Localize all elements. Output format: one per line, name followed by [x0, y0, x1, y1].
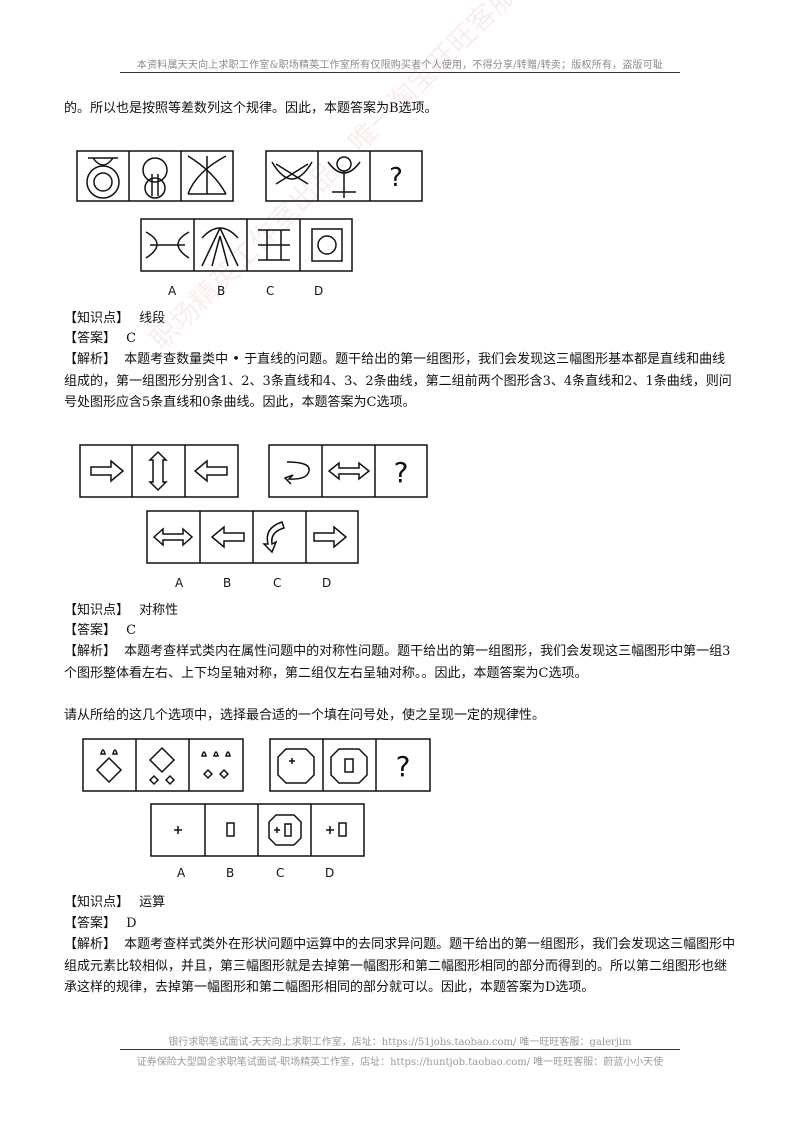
q1-question-mark: ?: [389, 163, 403, 193]
q3-prompt: 请从所给的这几个选项中，选择最合适的一个填在问号处，使之呈现一定的规律性。: [64, 708, 546, 723]
option-d-label: D: [325, 866, 335, 880]
analysis-text: 本题考查样式类外在形状问题中运算中的去同求异问题。题干给出的第一组图形，我们会发…: [64, 937, 736, 995]
answer-label: 【答案】: [64, 916, 117, 931]
option-c-label: C: [273, 576, 282, 590]
q1-answer: 【答案】 C: [64, 329, 136, 349]
q2-option-labels: A B C D: [0, 576, 800, 592]
analysis-label: 【解析】: [64, 937, 117, 952]
q3-options-figure: [150, 803, 366, 857]
analysis-text: 本题考查样式类内在属性问题中的对称性问题。题干给出的第一组图形，我们会发现这三幅…: [64, 644, 731, 681]
knowledge-value: 线段: [139, 311, 166, 326]
footer-divider: [120, 1049, 680, 1050]
option-a-label: A: [175, 576, 184, 590]
q3-answer: 【答案】 D: [64, 914, 137, 934]
option-b-label: B: [217, 284, 226, 298]
q3-knowledge: 【知识点】 运算: [64, 893, 165, 913]
knowledge-label: 【知识点】: [64, 311, 130, 326]
option-c-label: C: [276, 866, 285, 880]
q2-stem-figure: ?: [79, 444, 429, 498]
option-b-label: B: [223, 576, 232, 590]
answer-label: 【答案】: [64, 331, 117, 346]
intro-line: 的。所以也是按照等差数列这个规律。因此，本题答案为B选项。: [64, 101, 438, 116]
footer-line-1: 银行求职笔试面试-天天向上求职工作室，店址：https://51jobs.tao…: [168, 1037, 632, 1048]
header-divider: [120, 72, 680, 73]
analysis-label: 【解析】: [64, 352, 117, 367]
option-d-label: D: [322, 576, 332, 590]
q1-option-labels: A B C D: [0, 284, 800, 300]
q3-question-mark: ?: [396, 750, 411, 783]
q3-stem-figure: ?: [82, 738, 432, 792]
knowledge-value: 运算: [139, 895, 166, 910]
q2-answer: 【答案】 C: [64, 621, 136, 641]
knowledge-label: 【知识点】: [64, 895, 130, 910]
option-d-label: D: [314, 284, 324, 298]
answer-value: C: [126, 331, 137, 346]
footer-line-2: 证券保险大型国企求职笔试面试-职场精英工作室，店址：https://huntjo…: [136, 1057, 664, 1068]
q2-options-figure: [146, 510, 360, 564]
q1-stem-figure: ?: [76, 150, 426, 202]
option-b-label: B: [226, 866, 235, 880]
q2-knowledge: 【知识点】 对称性: [64, 601, 178, 621]
knowledge-label: 【知识点】: [64, 603, 130, 618]
knowledge-value: 对称性: [139, 603, 179, 618]
q2-question-mark: ?: [394, 456, 409, 489]
q3-analysis: 【解析】 本题考查样式类外在形状问题中运算中的去同求异问题。题干给出的第一组图形…: [64, 934, 736, 999]
answer-value: C: [126, 623, 137, 638]
q1-knowledge: 【知识点】 线段: [64, 309, 165, 329]
analysis-label: 【解析】: [64, 644, 117, 659]
q2-analysis: 【解析】 本题考查样式类内在属性问题中的对称性问题。题干给出的第一组图形，我们会…: [64, 641, 736, 684]
option-a-label: A: [177, 866, 186, 880]
q1-options-figure: [140, 218, 354, 272]
answer-label: 【答案】: [64, 623, 117, 638]
q1-analysis: 【解析】 本题考查数量类中 • 于直线的问题。题干给出的第一组图形，我们会发现这…: [64, 349, 736, 414]
option-c-label: C: [266, 284, 275, 298]
answer-value: D: [126, 916, 137, 931]
copyright-notice: 本资料属天天向上求职工作室&职场精英工作室所有仅限购买者个人使用，不得分享/转赠…: [136, 60, 664, 71]
q3-option-labels: A B C D: [0, 866, 800, 882]
option-a-label: A: [168, 284, 177, 298]
analysis-text: 本题考查数量类中 • 于直线的问题。题干给出的第一组图形，我们会发现这三幅图形基…: [64, 352, 732, 410]
